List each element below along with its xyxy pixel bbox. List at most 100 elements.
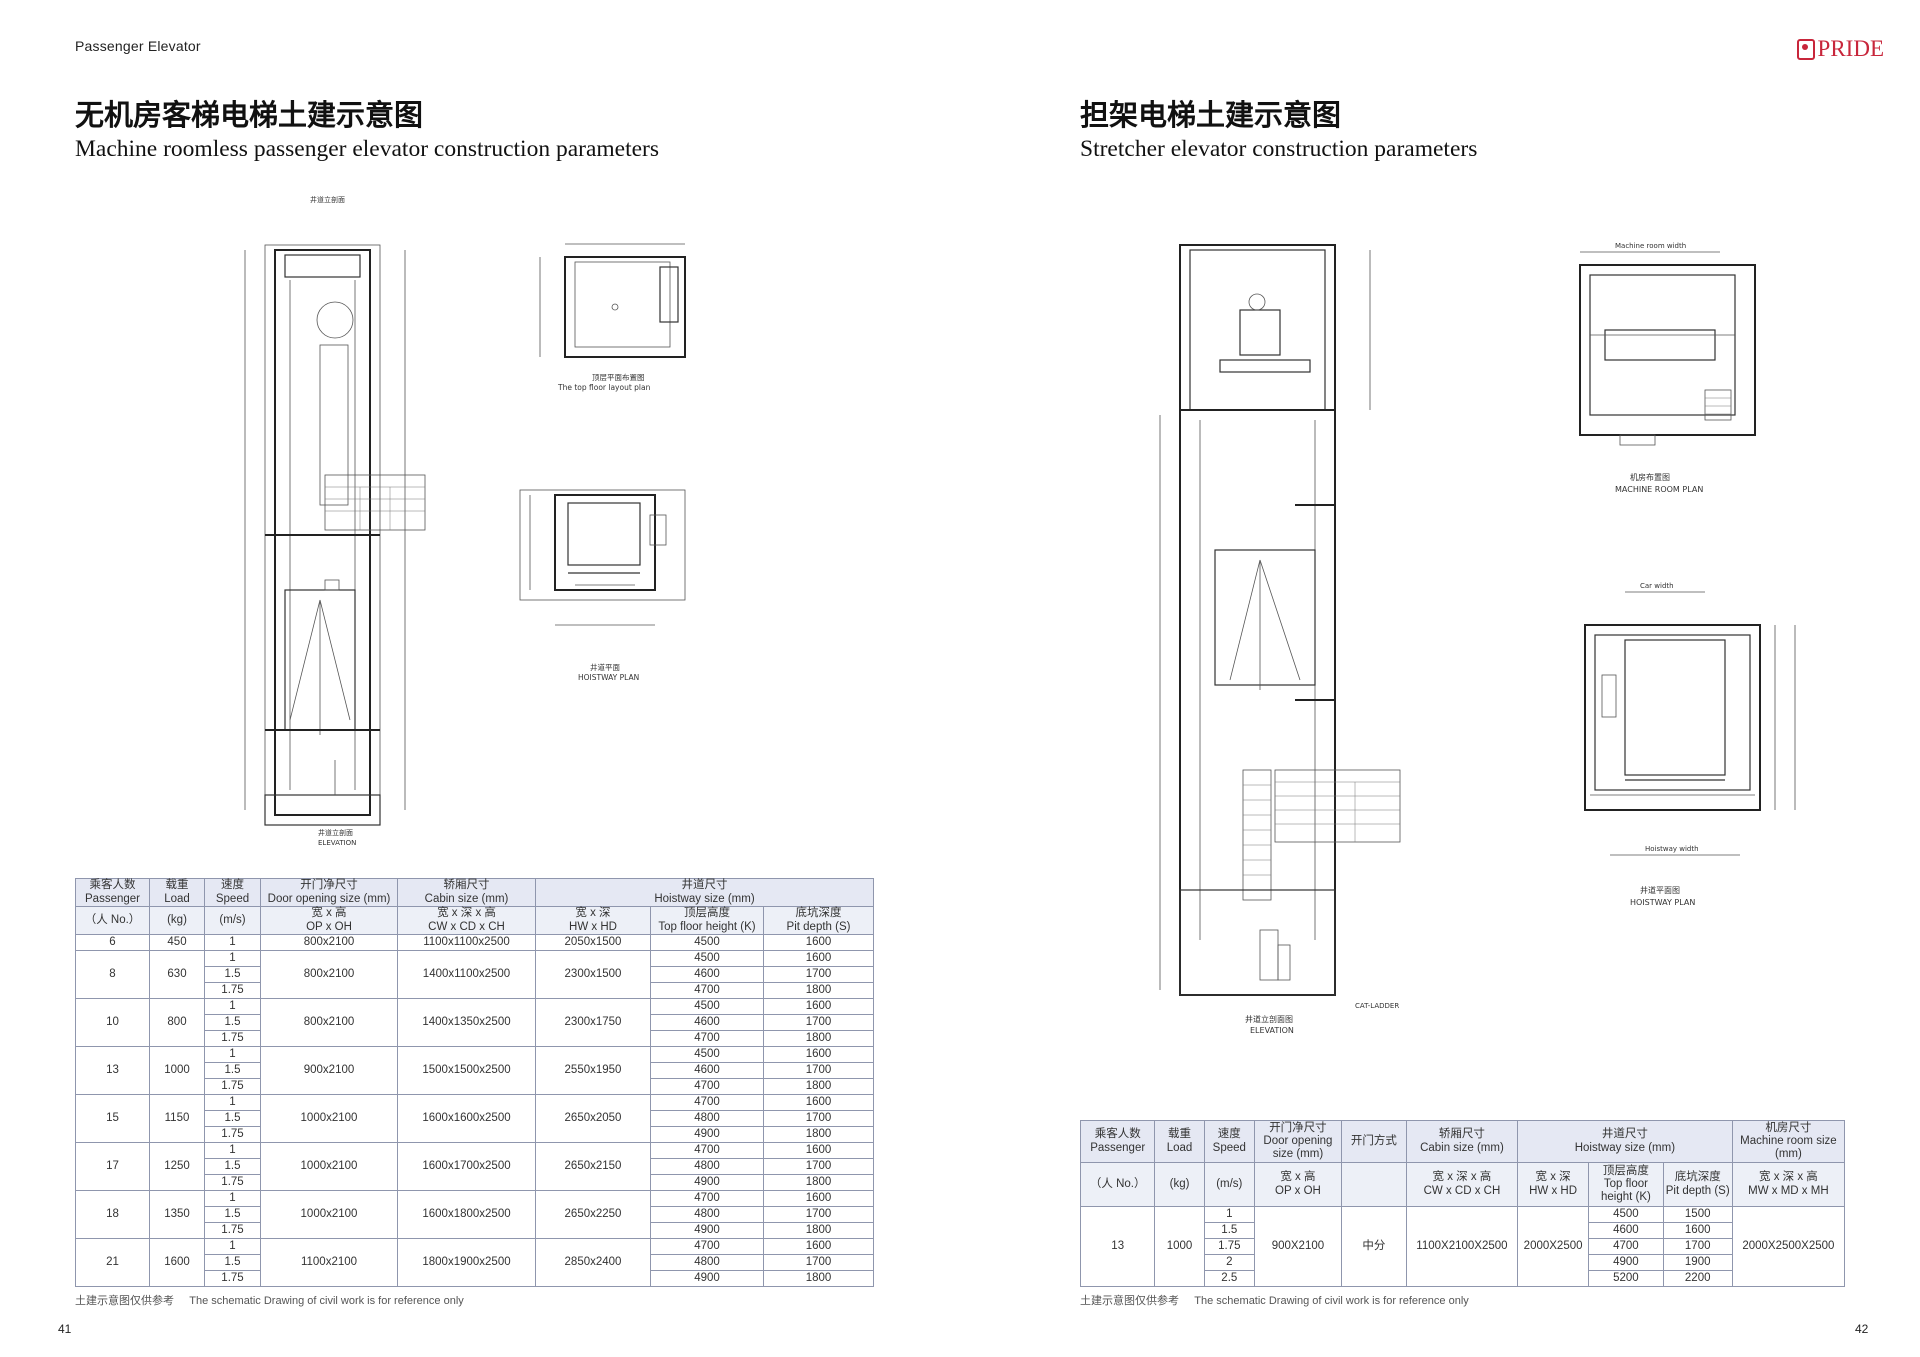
pit-depth-cell: 1800 bbox=[762, 1222, 875, 1239]
top-floor-height-cell: 4900 bbox=[1588, 1254, 1664, 1271]
car-width-label: Car width bbox=[1640, 582, 1674, 590]
pit-depth-cell: 1700 bbox=[762, 1062, 875, 1079]
load-cell: 800 bbox=[149, 998, 205, 1047]
speed-cell: 1.75 bbox=[204, 1030, 261, 1047]
right-elevation-label-cn: 井道立剖面图 bbox=[1245, 1014, 1293, 1024]
pit-depth-cell: 1800 bbox=[762, 1270, 875, 1287]
passenger-cell: 8 bbox=[75, 950, 150, 999]
speed-cell: 1 bbox=[204, 1142, 261, 1159]
hoistway-size-cell: 2000X2500 bbox=[1516, 1206, 1590, 1287]
top-floor-height-cell: 4800 bbox=[650, 1254, 764, 1271]
top-floor-height-cell: 4900 bbox=[650, 1126, 764, 1143]
load-cell: 1150 bbox=[149, 1094, 205, 1143]
right-machine-room-plan: Machine room width 机房布置图 MACHINE ROOM PL… bbox=[1579, 242, 1756, 494]
pit-depth-cell: 1700 bbox=[762, 1206, 875, 1223]
hoistway-label-en: HOISTWAY PLAN bbox=[578, 673, 639, 682]
top-floor-height-cell: 4600 bbox=[650, 1014, 764, 1031]
pit-depth-cell: 1600 bbox=[762, 1142, 875, 1159]
cabin-size-cell: 1100x1100x2500 bbox=[397, 934, 536, 951]
top-floor-height-cell: 4700 bbox=[650, 1142, 764, 1159]
elevation-label-en: ELEVATION bbox=[318, 839, 356, 847]
top-floor-height-cell: 4800 bbox=[650, 1206, 764, 1223]
section-label: Passenger Elevator bbox=[75, 38, 201, 54]
speed-cell: 1.75 bbox=[1203, 1238, 1255, 1255]
speed-cell: 1 bbox=[204, 1094, 261, 1111]
door-size-cell: 800x2100 bbox=[260, 950, 398, 999]
opening-type-cell: 中分 bbox=[1340, 1206, 1407, 1287]
door-size-cell: 1100x2100 bbox=[260, 1238, 398, 1287]
speed-cell: 1 bbox=[204, 1238, 261, 1255]
pit-depth-cell: 1700 bbox=[762, 1254, 875, 1271]
load-cell: 1000 bbox=[149, 1046, 205, 1095]
top-floor-height-cell: 4700 bbox=[650, 1094, 764, 1111]
left-page-number: 41 bbox=[58, 1322, 72, 1336]
top-floor-height-cell: 4800 bbox=[650, 1110, 764, 1127]
elevation-top-label-cn: 井道立剖面 bbox=[310, 195, 345, 204]
right-note: 土建示意图仅供参考 The schematic Drawing of civil… bbox=[1080, 1295, 1469, 1307]
speed-cell: 1.5 bbox=[204, 966, 261, 983]
cat-ladder-label: CAT-LADDER bbox=[1355, 1002, 1399, 1010]
top-floor-height-cell: 4900 bbox=[650, 1270, 764, 1287]
hoistway-size-cell: 2300x1750 bbox=[535, 998, 651, 1047]
speed-cell: 1 bbox=[204, 1190, 261, 1207]
speed-cell: 2.5 bbox=[1203, 1270, 1255, 1287]
door-size-cell: 900x2100 bbox=[260, 1046, 398, 1095]
right-title-en: Stretcher elevator construction paramete… bbox=[1080, 136, 1478, 162]
pit-depth-cell: 1700 bbox=[762, 1158, 875, 1175]
hoistway-size-cell: 2550x1950 bbox=[535, 1046, 651, 1095]
speed-cell: 1.75 bbox=[204, 1174, 261, 1191]
speed-cell: 1.75 bbox=[204, 1270, 261, 1287]
left-title-en: Machine roomless passenger elevator cons… bbox=[75, 136, 660, 162]
pit-depth-cell: 1900 bbox=[1662, 1254, 1733, 1271]
machine-room-label-cn: 机房布置图 bbox=[1630, 472, 1670, 482]
door-size-cell: 800x2100 bbox=[260, 998, 398, 1047]
left-elevation-diagram: 井道立剖面 井道立剖面 ELEVATION bbox=[244, 195, 426, 847]
pit-depth-cell: 1800 bbox=[762, 1174, 875, 1191]
pit-depth-cell: 1600 bbox=[762, 950, 875, 967]
speed-cell: 1.75 bbox=[204, 1126, 261, 1143]
pit-depth-cell: 1800 bbox=[762, 1078, 875, 1095]
machine-room-width-label: Machine room width bbox=[1615, 242, 1686, 250]
speed-cell: 1.5 bbox=[204, 1014, 261, 1031]
left-top-floor-plan: 顶层平面布置图 The top floor layout plan bbox=[539, 243, 686, 392]
speed-cell: 1.5 bbox=[204, 1206, 261, 1223]
speed-cell: 1 bbox=[1203, 1206, 1255, 1223]
pit-depth-cell: 1800 bbox=[762, 1030, 875, 1047]
hoistway-size-cell: 2650x2150 bbox=[535, 1142, 651, 1191]
right-hoistway-label-en: HOISTWAY PLAN bbox=[1630, 898, 1695, 907]
passenger-cell: 13 bbox=[75, 1046, 150, 1095]
cabin-size-cell: 1800x1900x2500 bbox=[397, 1238, 536, 1287]
pit-depth-cell: 1500 bbox=[1662, 1206, 1733, 1223]
load-cell: 1600 bbox=[149, 1238, 205, 1287]
top-floor-height-cell: 4500 bbox=[650, 998, 764, 1015]
pit-depth-cell: 1600 bbox=[1662, 1222, 1733, 1239]
passenger-cell: 21 bbox=[75, 1238, 150, 1287]
top-floor-height-cell: 4700 bbox=[650, 1030, 764, 1047]
speed-cell: 1.5 bbox=[204, 1062, 261, 1079]
load-cell: 1350 bbox=[149, 1190, 205, 1239]
top-floor-height-cell: 4700 bbox=[650, 982, 764, 999]
pit-depth-cell: 2200 bbox=[1662, 1270, 1733, 1287]
speed-cell: 1.75 bbox=[204, 982, 261, 999]
hoistway-size-cell: 2650x2050 bbox=[535, 1094, 651, 1143]
right-elevation-diagram: 井道立剖面图 ELEVATION CAT-LADDER bbox=[1159, 244, 1401, 1035]
pit-depth-cell: 1800 bbox=[762, 982, 875, 999]
right-hoistway-plan: Car width Hoistway width 井道平面图 HOISTWAY … bbox=[1584, 582, 1796, 907]
passenger-cell: 10 bbox=[75, 998, 150, 1047]
hoistway-size-cell: 2300x1500 bbox=[535, 950, 651, 999]
